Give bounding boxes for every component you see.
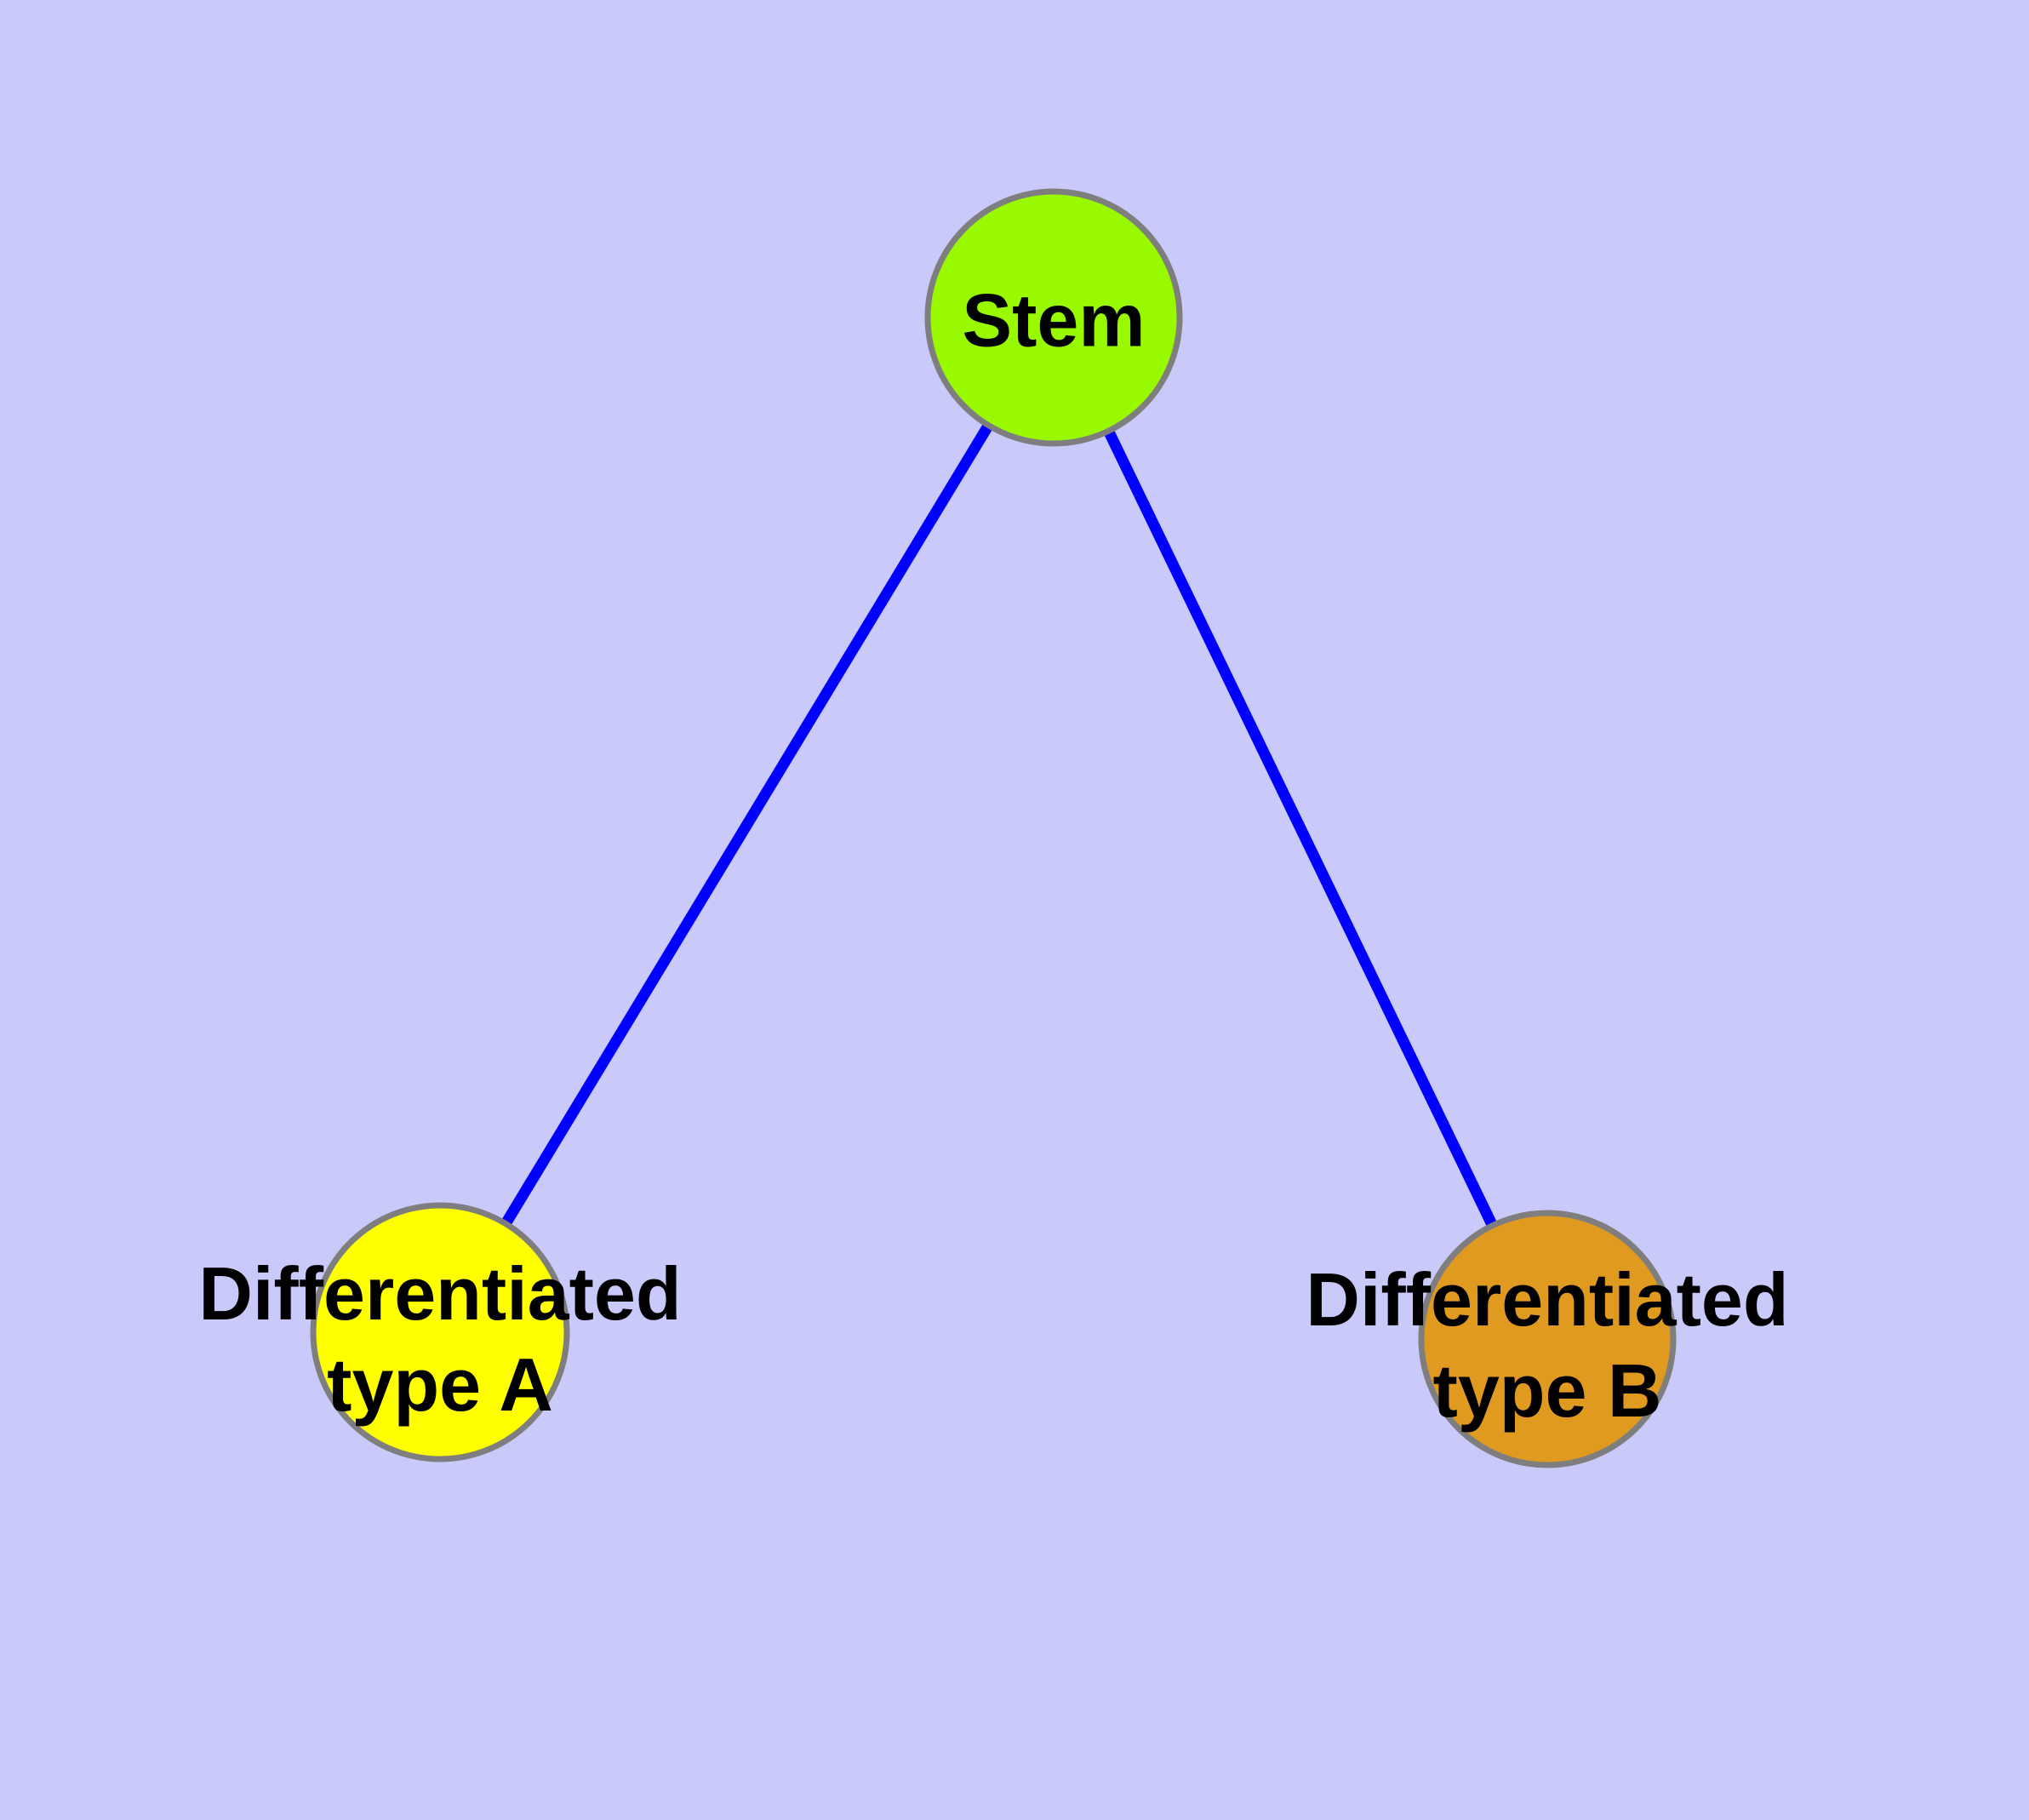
edge-stem-to-type-a (435, 314, 1059, 1336)
node-label-differentiated-type-a: Differentiated type A (198, 1251, 682, 1427)
node-label-differentiated-type-b: Differentiated type B (1306, 1257, 1789, 1433)
edge-stem-to-type-b (1049, 315, 1552, 1342)
node-differentiated-type-a[interactable] (310, 1202, 570, 1462)
node-differentiated-type-b[interactable] (1418, 1210, 1677, 1468)
node-stem[interactable] (924, 188, 1183, 447)
node-label-stem: Stem (962, 278, 1146, 363)
